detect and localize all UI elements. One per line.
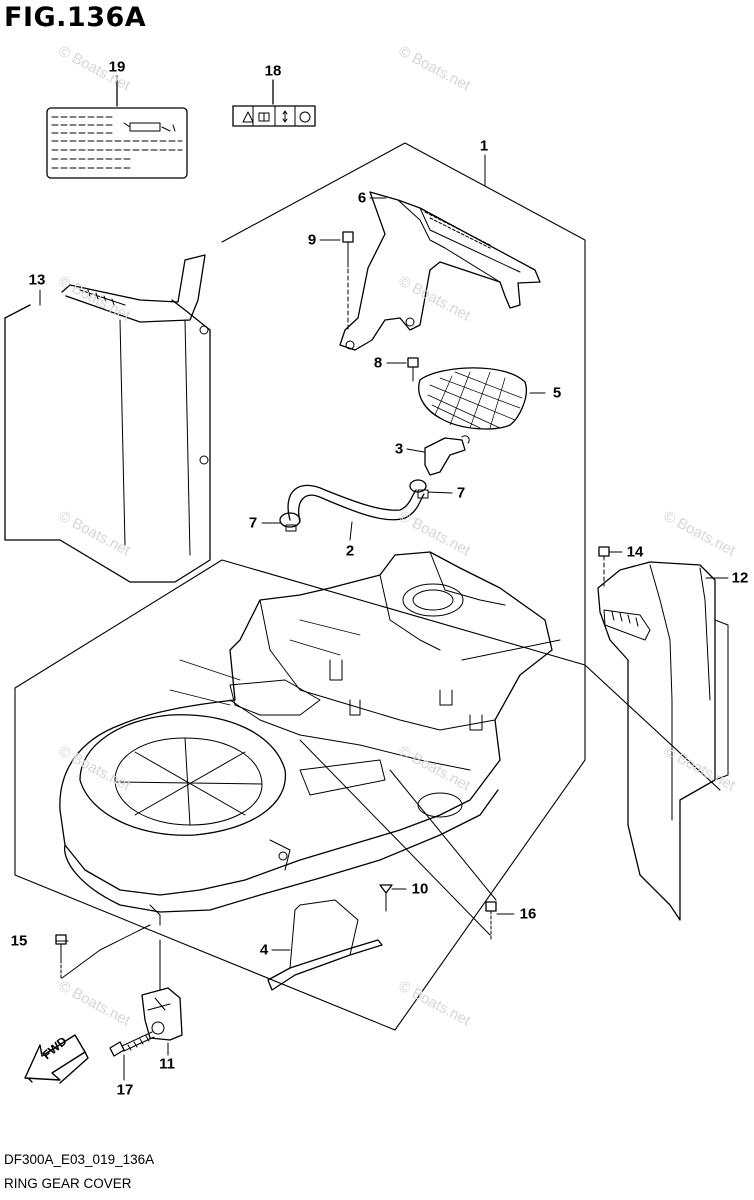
figure-name: RING GEAR COVER bbox=[4, 1176, 132, 1191]
callout-6: 6 bbox=[357, 189, 367, 207]
part-15-bolt bbox=[55, 934, 67, 981]
callout-12: 12 bbox=[731, 569, 749, 587]
callout-2: 2 bbox=[345, 542, 355, 560]
part-9-bolt bbox=[342, 231, 354, 331]
part-7-clamp-lower bbox=[279, 512, 301, 532]
callout-9: 9 bbox=[307, 231, 317, 249]
callout-4: 4 bbox=[259, 941, 269, 959]
part-17-bolt bbox=[109, 1031, 155, 1057]
figure-code: DF300A_E03_019_136A bbox=[4, 1152, 155, 1167]
part-12-plate bbox=[597, 561, 729, 921]
figure-title: FIG.136A bbox=[4, 2, 147, 33]
part-2-hose bbox=[287, 484, 425, 523]
callout-18: 18 bbox=[264, 62, 282, 80]
part-11-bracket bbox=[141, 987, 183, 1041]
callout-19: 19 bbox=[108, 58, 126, 76]
callout-8: 8 bbox=[373, 354, 383, 372]
callout-14: 14 bbox=[626, 543, 644, 561]
leader-lines bbox=[39, 154, 729, 1081]
part-4-bracket bbox=[267, 899, 383, 991]
part-5-mesh-cover bbox=[418, 367, 527, 430]
callout-10: 10 bbox=[411, 880, 429, 898]
callout-3: 3 bbox=[394, 440, 404, 458]
callout-15: 15 bbox=[10, 932, 28, 950]
callout-7-upper: 7 bbox=[456, 484, 466, 502]
callout-13: 13 bbox=[28, 271, 46, 289]
fwd-arrow bbox=[24, 1034, 89, 1084]
part-16-bolt bbox=[485, 901, 497, 940]
callout-7-lower: 7 bbox=[248, 514, 258, 532]
ring-gear-cover-main bbox=[59, 551, 553, 926]
part-3-fitting bbox=[424, 435, 470, 476]
part-7-clamp-upper bbox=[409, 479, 429, 499]
callout-11: 11 bbox=[159, 1055, 175, 1073]
assembly-outline bbox=[14, 142, 721, 1031]
callout-5: 5 bbox=[552, 384, 562, 402]
part-13-plate bbox=[4, 254, 211, 583]
callout-17: 17 bbox=[116, 1081, 134, 1099]
part-19-label-sticker bbox=[46, 75, 188, 179]
part-6-upper-cover bbox=[339, 191, 541, 351]
part-14-bolt bbox=[598, 546, 610, 587]
part-8-bolt bbox=[407, 357, 419, 382]
callout-1: 1 bbox=[479, 137, 489, 155]
callout-16: 16 bbox=[519, 905, 537, 923]
part-18-warning-label bbox=[232, 79, 316, 127]
part-10-screw bbox=[379, 884, 393, 912]
